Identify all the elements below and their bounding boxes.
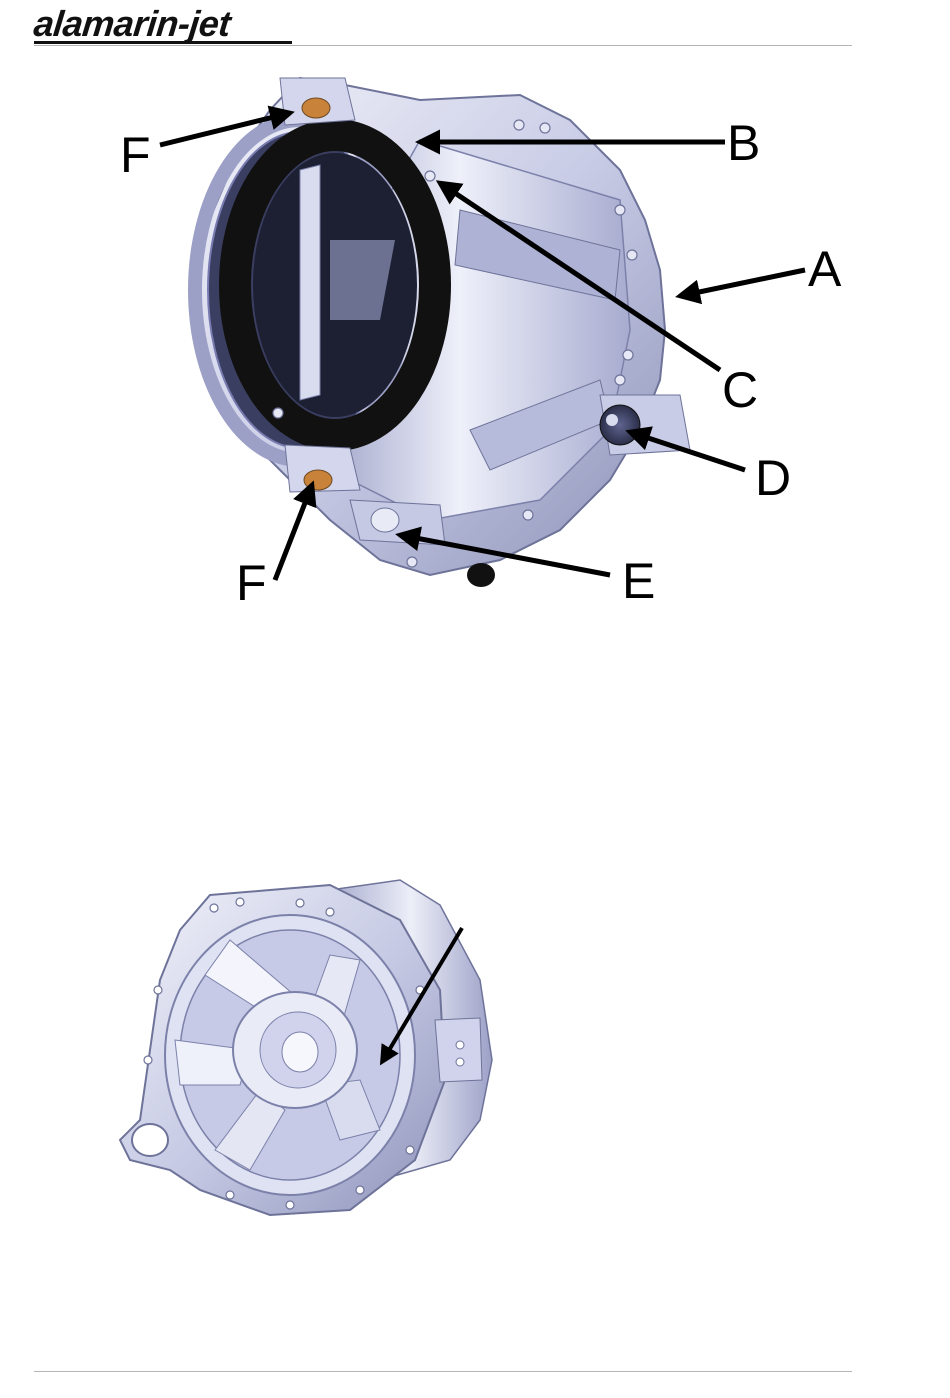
callout-f-top: F [120,127,151,183]
bottom-lug [285,445,360,492]
callout-b: B [727,115,760,171]
top-lug [280,78,355,125]
rubber-ring [235,135,435,435]
callout-e: E [622,553,655,609]
housing-rear-figure [0,870,950,1230]
jet-housing [195,78,690,587]
footer-divider [34,1371,852,1372]
logo-underline [34,41,292,44]
drain-plug [467,563,495,587]
callout-d: D [755,450,791,506]
housing-figure: F B A C D E F [0,60,950,680]
alamarin-jet-logo: alamarin-jet [32,4,232,44]
callout-f-bottom: F [236,555,267,611]
callout-c: C [722,362,758,418]
rear-housing [120,880,492,1215]
callout-a: A [808,241,842,297]
header-divider [34,45,852,46]
